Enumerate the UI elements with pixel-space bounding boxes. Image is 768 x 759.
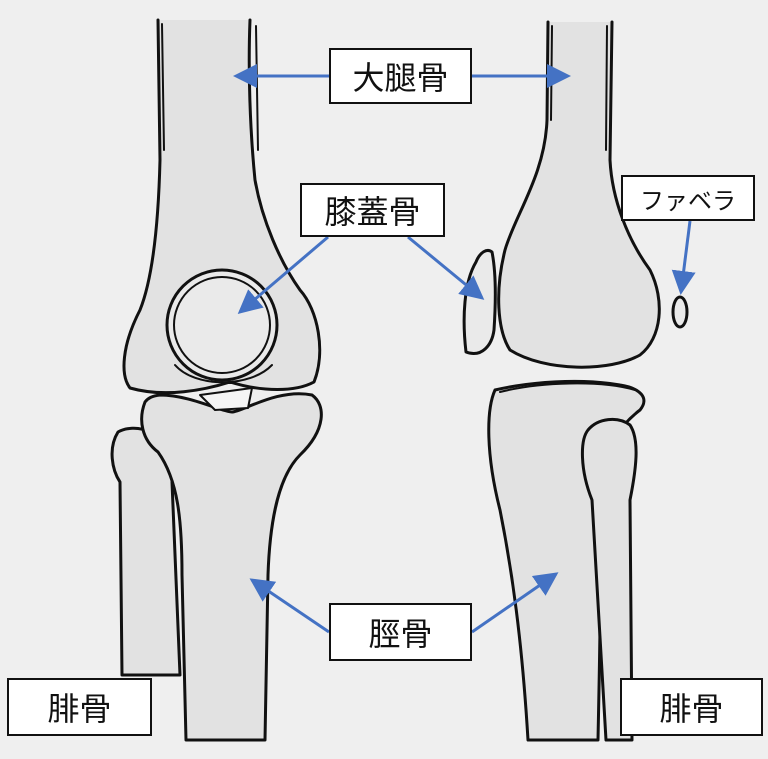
front-tibia-bone [140, 392, 323, 742]
side-view [462, 20, 689, 742]
arrow-patella-right [407, 235, 485, 300]
fabella-bone [671, 295, 689, 329]
label-femur: 大腿骨 [329, 48, 472, 104]
arrow-fabella [671, 220, 696, 295]
arrow-patella-left [237, 235, 329, 314]
arrow-tibia-right [471, 572, 559, 634]
side-fibula-bone [580, 417, 638, 742]
side-femur-bone [497, 20, 661, 369]
label-fabella: ファベラ [621, 175, 755, 221]
label-patella: 膝蓋骨 [300, 183, 445, 237]
label-fibula-right: 腓骨 [620, 678, 763, 736]
front-view [110, 18, 323, 742]
label-tibia: 脛骨 [329, 603, 472, 661]
pointer-arrows [233, 64, 696, 634]
side-patella-bone [462, 248, 497, 355]
front-patella-bone [165, 268, 279, 382]
arrow-tibia-left [249, 578, 330, 634]
label-fibula-left: 腓骨 [7, 678, 152, 736]
